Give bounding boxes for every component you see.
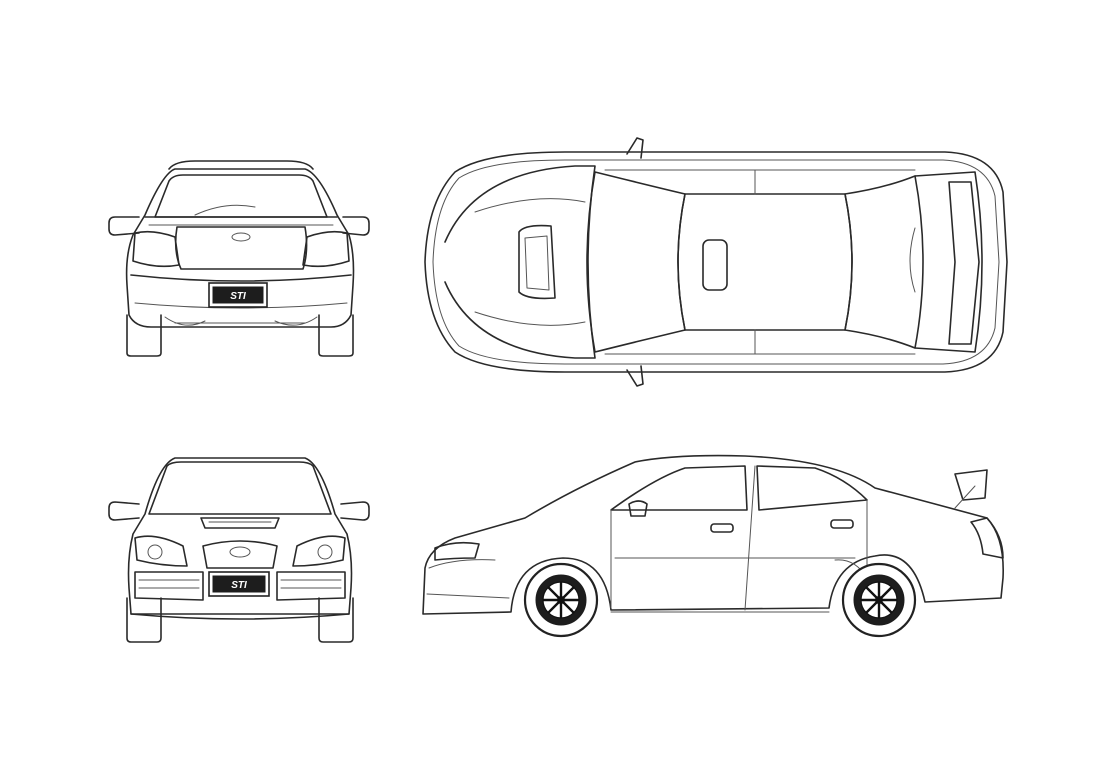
rear-door-handle <box>830 519 854 529</box>
front-plate-badge: STI <box>231 580 247 591</box>
rear-exhaust <box>164 316 318 326</box>
car-top-view <box>424 137 1008 387</box>
hood <box>444 165 596 359</box>
car-side-view <box>422 454 1004 638</box>
rear-side-window <box>756 465 868 511</box>
front-splitter <box>130 613 350 620</box>
right-intake <box>276 571 346 601</box>
trunk <box>914 171 983 353</box>
front-right-tire <box>318 597 354 643</box>
windshield <box>148 461 332 515</box>
rear-wheel <box>841 562 917 638</box>
side-rear-wing <box>954 469 988 501</box>
side-tail-light <box>970 517 1004 559</box>
front-left-mirror <box>108 501 140 521</box>
front-right-mirror <box>340 501 370 521</box>
front-emblem-icon <box>229 546 251 558</box>
left-intake <box>134 571 204 601</box>
top-body-outline <box>424 151 1008 373</box>
rear-plate-badge: STI <box>230 291 246 302</box>
rear-window <box>154 174 328 218</box>
left-tail-light <box>132 230 180 268</box>
top-right-mirror <box>626 365 644 387</box>
left-headlight <box>134 535 188 567</box>
car-rear-view: STI <box>108 160 370 357</box>
top-hood-scoop <box>518 224 556 300</box>
rear-right-tire <box>318 314 354 357</box>
car-front-view: STI <box>108 457 370 643</box>
front-wheel <box>523 562 599 638</box>
front-side-window <box>610 465 748 511</box>
rear-bumper <box>130 274 352 282</box>
side-body-outline <box>422 454 1004 615</box>
right-headlight <box>292 535 346 567</box>
side-mirror <box>628 500 648 517</box>
rear-left-tire <box>126 314 162 357</box>
front-grille <box>202 540 278 569</box>
rear-left-mirror <box>108 216 140 236</box>
top-windshield <box>586 171 686 353</box>
front-body-outline <box>127 457 353 615</box>
roof-vent <box>702 239 728 291</box>
top-rear-window <box>844 175 924 349</box>
rear-wing <box>948 181 980 345</box>
rear-right-mirror <box>342 216 370 236</box>
rear-roofline <box>168 160 314 170</box>
front-door-handle <box>710 523 734 533</box>
rear-body-outline <box>125 168 355 328</box>
roof <box>677 193 853 331</box>
right-tail-light <box>302 230 350 268</box>
top-left-mirror <box>626 137 644 159</box>
front-left-tire <box>126 597 162 643</box>
rear-emblem-icon <box>231 232 251 242</box>
side-headlight <box>434 541 480 561</box>
hood-scoop <box>200 517 280 529</box>
